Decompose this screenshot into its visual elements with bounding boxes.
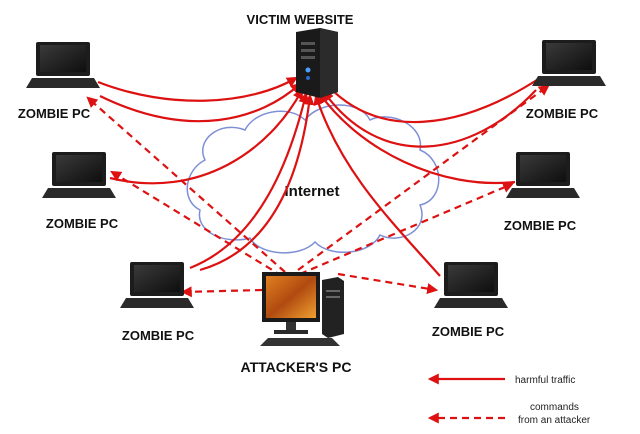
legend-harmful-label: harmful traffic [515, 375, 575, 386]
harmful-traffic-arrows [97, 76, 541, 277]
cloud-icon [186, 104, 440, 254]
internet-cloud: Internet [186, 104, 440, 254]
server-icon [296, 28, 338, 98]
laptop-icon [506, 152, 580, 198]
harmful-arrow-zombie-1 [97, 76, 298, 102]
harmful-arrow-zombie-4 [326, 77, 541, 124]
attacker-pc-node: ATTACKER'S PC [241, 272, 352, 375]
zombie-pc-label: ZOMBIE PC [432, 324, 505, 339]
zombie-pc-1: ZOMBIE PC [18, 42, 100, 121]
harmful-arrow-zombie-2 [109, 88, 304, 185]
zombie-pc-label: ZOMBIE PC [122, 328, 195, 343]
laptop-icon [434, 262, 508, 308]
command-arrow-zombie-5 [299, 182, 515, 276]
command-arrow-zombie-4 [297, 84, 550, 271]
zombie-pc-5: ZOMBIE PC [504, 152, 580, 233]
legend-commands-line2: from an attacker [518, 415, 591, 426]
laptop-icon [120, 262, 194, 308]
victim-website-label: VICTIM WEBSITE [247, 12, 354, 27]
zombie-pc-label: ZOMBIE PC [504, 218, 577, 233]
command-arrow-zombie-6 [337, 272, 439, 295]
zombie-pc-3: ZOMBIE PC [120, 262, 195, 343]
zombie-pc-label: ZOMBIE PC [46, 216, 119, 231]
harmful-arrow-zombie-3 [189, 91, 310, 270]
laptop-icon [26, 42, 100, 88]
zombie-pc-label: ZOMBIE PC [18, 106, 91, 121]
legend: harmful traffic commands from an attacke… [427, 373, 591, 426]
attacker-pc-label: ATTACKER'S PC [241, 359, 352, 375]
command-arrow-zombie-2 [110, 170, 283, 277]
zombie-pc-6: ZOMBIE PC [432, 262, 508, 339]
harmful-arrow-zombie-1b [99, 82, 302, 123]
laptop-icon [42, 152, 116, 198]
victim-website-node: VICTIM WEBSITE [247, 12, 354, 98]
legend-commands-label: commands from an attacker [518, 402, 591, 426]
legend-commands-line1: commands [530, 402, 579, 413]
command-arrow-zombie-1 [86, 96, 286, 273]
desktop-pc-icon [260, 272, 344, 346]
zombie-pc-label: ZOMBIE PC [526, 106, 599, 121]
command-arrows [86, 84, 550, 298]
harmful-arrow-zombie-4b [322, 89, 537, 148]
harmful-arrow-zombie-5 [318, 92, 516, 185]
zombie-pc-2: ZOMBIE PC [42, 152, 119, 231]
harmful-arrow-zombie-3b [199, 93, 315, 272]
laptop-icon [532, 40, 606, 86]
harmful-arrow-zombie-6 [313, 93, 441, 277]
command-arrow-zombie-3 [180, 286, 263, 298]
zombie-pc-4: ZOMBIE PC [526, 40, 606, 121]
internet-label: Internet [284, 183, 339, 200]
